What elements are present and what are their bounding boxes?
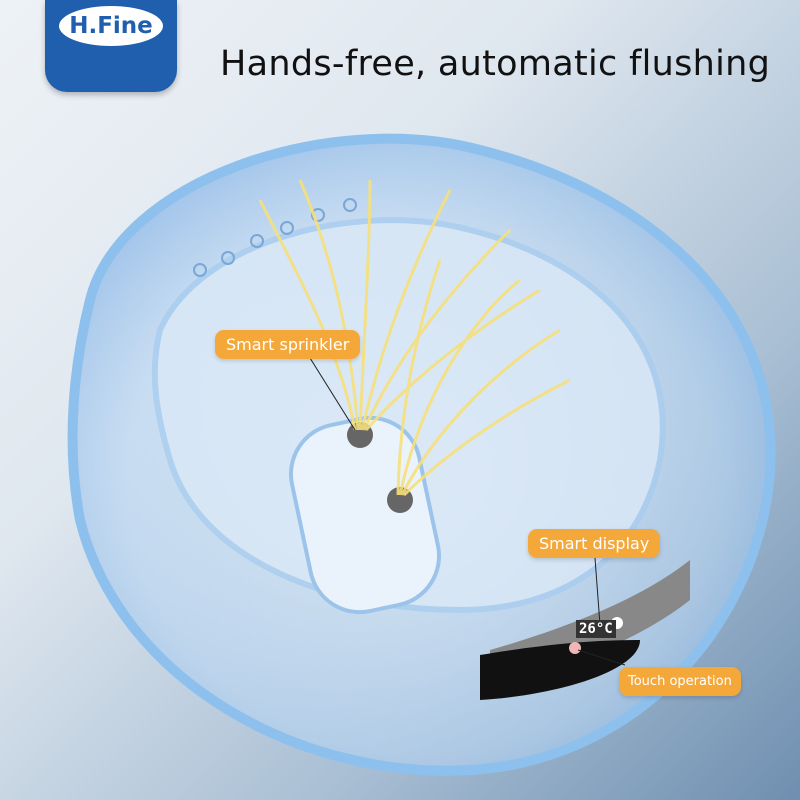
touch-panel bbox=[480, 640, 640, 700]
callout-touch-operation: Touch operation bbox=[619, 667, 741, 696]
sprinkler-module bbox=[288, 415, 442, 615]
power-button[interactable] bbox=[569, 642, 581, 654]
callout-smart-sprinkler: Smart sprinkler bbox=[215, 330, 361, 359]
air-holes bbox=[193, 198, 357, 277]
water-spray bbox=[258, 179, 571, 497]
logo-text: H.Fine bbox=[59, 6, 163, 46]
temperature-display: 26°C bbox=[576, 620, 616, 638]
brand-logo: H.Fine bbox=[45, 0, 177, 92]
callout-smart-display: Smart display bbox=[528, 529, 661, 558]
headline: Hands-free, automatic flushing bbox=[220, 44, 771, 84]
